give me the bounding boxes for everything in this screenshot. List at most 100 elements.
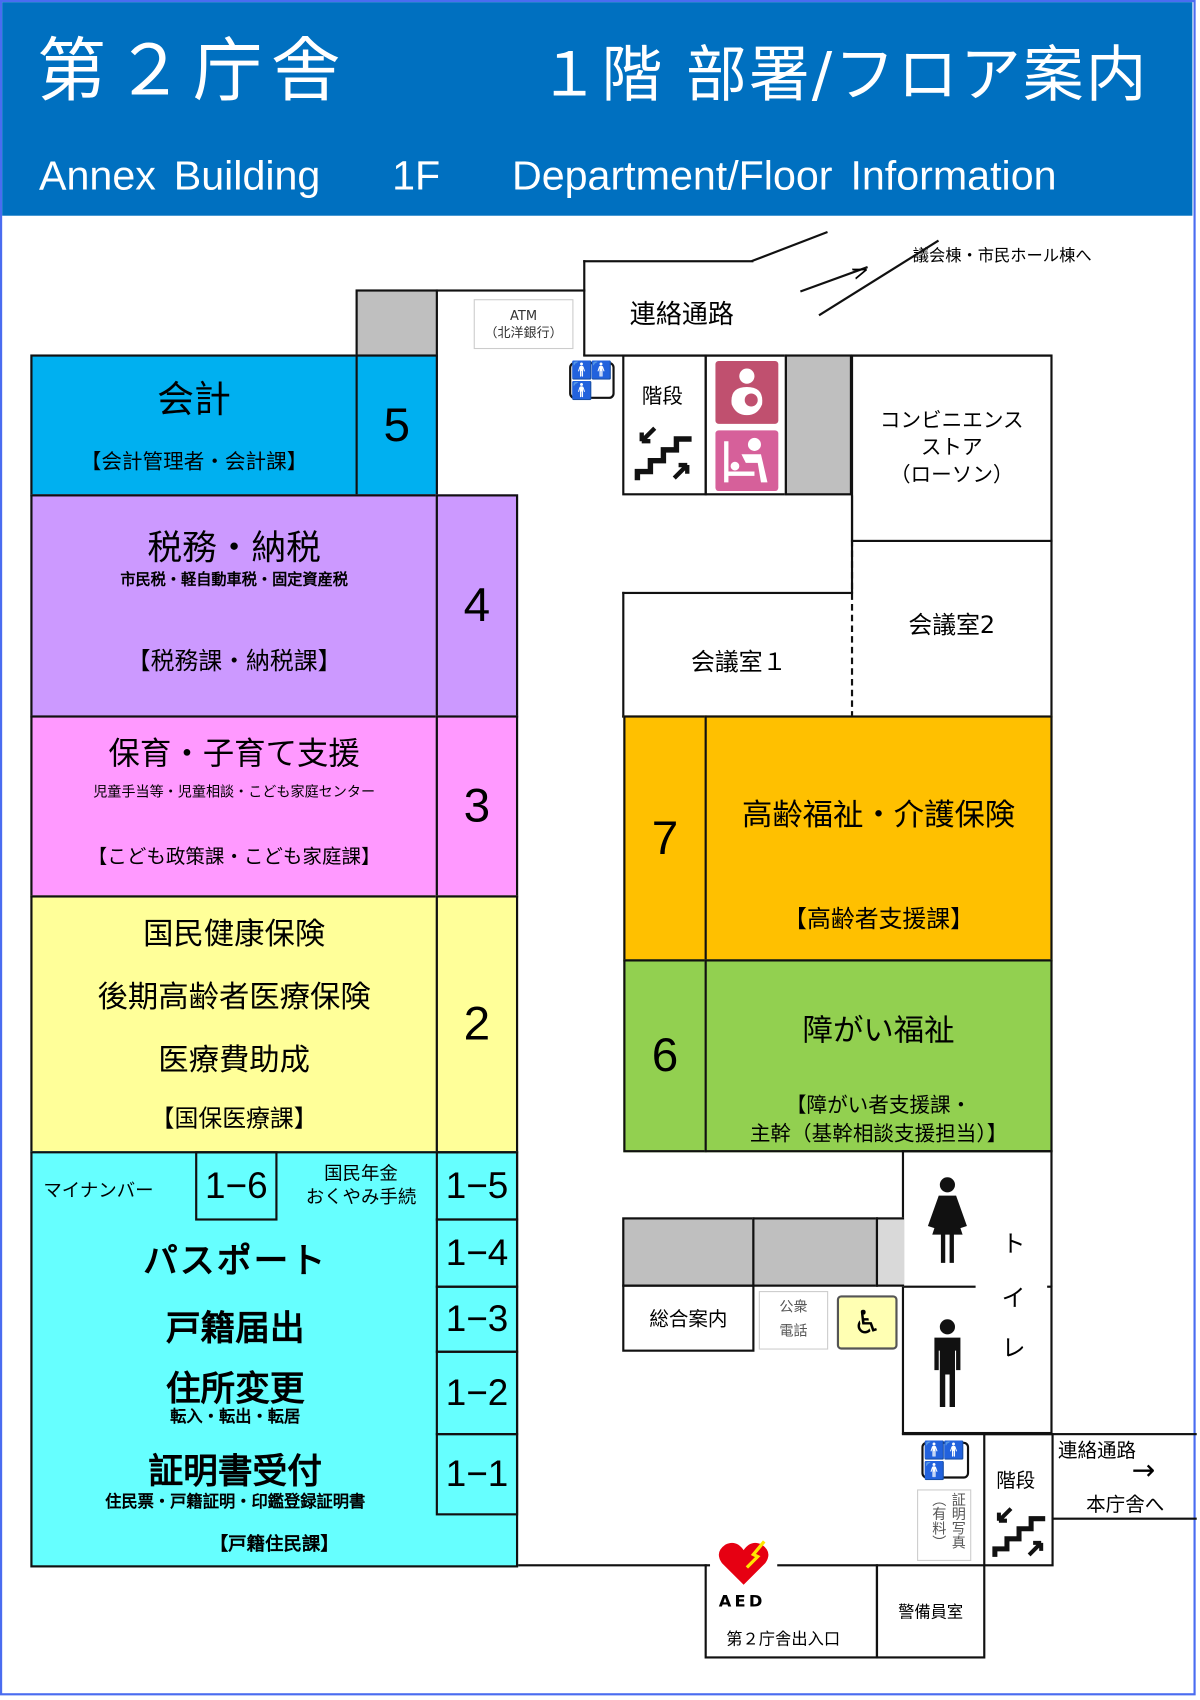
department-taxation[interactable]: 税務・納税 市民税・軽自動車税・固定資産税 【税務課・納税課】: [30, 494, 438, 718]
toilet-label-1: ト: [1001, 1231, 1026, 1259]
department-name: 保育・子育て支援: [108, 734, 360, 772]
stairs-top-label: 階段: [641, 384, 683, 409]
family-register-label: 戸籍届出: [165, 1307, 305, 1349]
department-sections-2: 主幹（基幹相談支援担当）】: [749, 1121, 1008, 1146]
counter-1-1: 1−1: [435, 1433, 519, 1516]
department-sections-1: 【障がい者支援課・: [785, 1093, 972, 1118]
stairs-bottom: 階段: [983, 1433, 1054, 1567]
aed[interactable]: AED: [710, 1532, 778, 1611]
passport-label: パスポート: [143, 1240, 328, 1282]
certificates-detail: 住民票・戸籍証明・印鑑登録証明書: [105, 1491, 366, 1512]
counter-number: 6: [651, 1028, 679, 1082]
general-information-desk[interactable]: 総合案内: [622, 1284, 755, 1352]
pension-label-1: 国民年金: [324, 1163, 398, 1185]
department-sections: 【国保医療課】: [150, 1105, 318, 1133]
department-detail: 児童手当等・児童相談・こども家庭センター: [93, 784, 376, 802]
men-icon: [934, 1319, 961, 1408]
nursing-room-icon: [715, 360, 779, 424]
public-phone-label-1: 公衆: [779, 1299, 808, 1316]
counter-1-3: 1−3: [435, 1285, 519, 1353]
convenience-label-2: ストア: [920, 435, 983, 460]
meeting-room-2[interactable]: 会議室2: [850, 539, 1053, 718]
department-line-1: 国民健康保険: [143, 915, 326, 952]
corridor-wall: [583, 260, 754, 263]
elevator-icon-2: 🚹🚹🚹: [921, 1440, 970, 1481]
department-name: 障がい福祉: [802, 1012, 955, 1049]
page-title-english: Annex Building 1F Department/Floor Infor…: [39, 153, 1057, 200]
counter-7: 7: [623, 715, 707, 962]
elevator-icon: 🚹🚹🚹: [569, 360, 615, 401]
counter-number: 2: [463, 997, 491, 1051]
photo-label-1: 証明写真: [948, 1492, 965, 1550]
department-childcare[interactable]: 保育・子育て支援 児童手当等・児童相談・こども家庭センター 【こども政策課・こど…: [30, 715, 438, 898]
department-detail: 市民税・軽自動車税・固定資産税: [120, 571, 348, 589]
counter-1-4: 1−4: [435, 1218, 519, 1288]
to-main-building-label: 本庁舎へ: [1086, 1493, 1165, 1517]
public-phone[interactable]: 公衆 電話: [758, 1291, 829, 1350]
department-line-3: 医療費助成: [158, 1041, 311, 1078]
department-sections: 【高齢者支援課】: [783, 906, 974, 934]
atm[interactable]: ATM （北洋銀行）: [473, 299, 574, 350]
counter-number: 1−5: [445, 1164, 509, 1206]
department-elderly-welfare[interactable]: 高齢福祉・介護保険 【高齢者支援課】: [704, 715, 1053, 962]
department-name: 会計: [157, 378, 231, 422]
aed-heart-icon: [718, 1540, 769, 1585]
convenience-label-1: コンビニエンス: [879, 408, 1024, 433]
guard-room-label: 警備員室: [898, 1602, 964, 1622]
id-photo-booth[interactable]: 証明写真（有料）: [917, 1489, 972, 1561]
counter-desk-2: [752, 1217, 879, 1287]
counter-4: 4: [435, 494, 519, 718]
counter-number: 4: [463, 578, 491, 632]
to-council-label: 議会棟・市民ホール棟へ: [912, 246, 1092, 266]
toilet-label-2: イ: [1001, 1285, 1026, 1313]
department-sections: 【戸籍住民課】: [209, 1533, 339, 1556]
stairs-icon-2: [992, 1507, 1046, 1557]
corridor-wall-left: [583, 260, 586, 356]
convenience-label-3: （ローソン）: [889, 462, 1014, 487]
counter-2: 2: [435, 895, 519, 1154]
counter-1-6: 1−6: [195, 1151, 278, 1221]
department-sections: 【こども政策課・こども家庭課】: [87, 845, 381, 869]
photo-label-2: （有料）: [928, 1492, 946, 1550]
department-sections: 【税務課・納税課】: [126, 648, 342, 676]
page-subtitle: １階 部署/フロア案内: [538, 40, 1149, 111]
department-name: 高齢福祉・介護保険: [741, 796, 1016, 833]
entrance-label: 第２庁舎出入口: [726, 1629, 841, 1649]
counter-number: 1−1: [445, 1453, 509, 1495]
toilet-label-bg: [975, 1214, 1048, 1388]
counter-1-5: 1−5: [435, 1151, 519, 1221]
department-accounting[interactable]: 会計 【会計管理者・会計課】: [30, 354, 358, 497]
nursing-room: [704, 354, 787, 496]
meeting-room-1-label: 会議室１: [691, 649, 787, 677]
corridor-label-top: 連絡通路: [629, 299, 734, 330]
storage-room: [355, 289, 438, 357]
guard-room: 警備員室: [875, 1564, 986, 1659]
department-name: 税務・納税: [147, 526, 321, 569]
building-wall-top: [435, 289, 586, 292]
stairs-top: 階段: [622, 354, 707, 496]
department-disability-welfare[interactable]: 障がい福祉 【障がい者支援課・ 主幹（基幹相談支援担当）】: [704, 959, 1053, 1153]
pension-label: 国民年金 おくやみ手続: [285, 1162, 437, 1210]
counter-6: 6: [623, 959, 707, 1153]
counter-1-2: 1−2: [435, 1350, 519, 1436]
corridor-label-right: 連絡通路: [1057, 1439, 1137, 1463]
counter-desk-3: [875, 1217, 905, 1287]
counter-number: 7: [651, 811, 679, 865]
counter-5: 5: [355, 354, 438, 497]
storage-room-2: [784, 354, 853, 496]
counter-number: 1−3: [445, 1298, 509, 1340]
convenience-store[interactable]: コンビニエンス ストア （ローソン）: [850, 354, 1053, 542]
meeting-room-2-label: 会議室2: [908, 612, 996, 640]
wall: [1051, 1517, 1197, 1520]
women-icon: [927, 1177, 967, 1263]
meeting-room-1[interactable]: 会議室１: [622, 591, 854, 718]
page-title: 第２庁舎: [36, 31, 350, 112]
accessible-icon: ♿: [836, 1295, 898, 1350]
department-health-insurance[interactable]: 国民健康保険 後期高齢者医療保険 医療費助成 【国保医療課】: [30, 895, 438, 1154]
counter-number: 3: [463, 779, 491, 833]
information-label: 総合案内: [649, 1308, 728, 1332]
counter-3: 3: [435, 715, 519, 898]
arrow-right-icon: →: [1131, 1454, 1156, 1488]
